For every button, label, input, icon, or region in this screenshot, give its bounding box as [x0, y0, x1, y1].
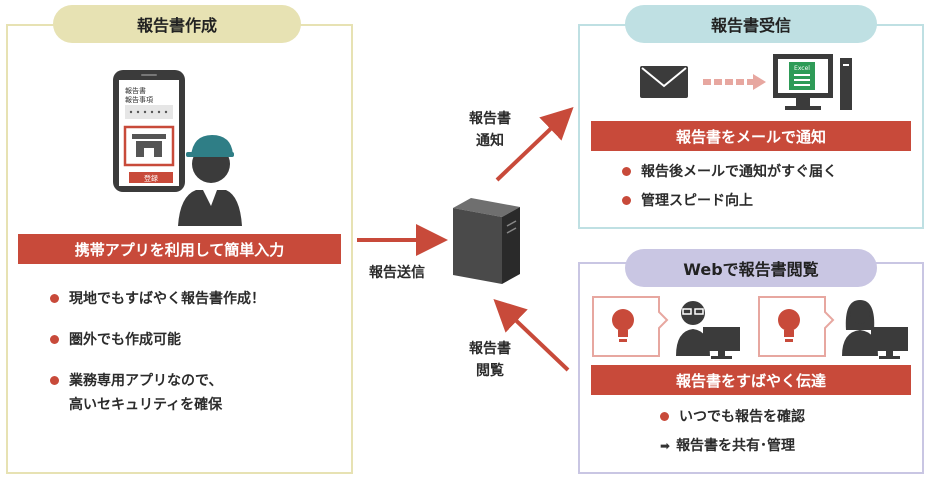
- mail-icon: [640, 66, 688, 98]
- bullet-dot-icon: [50, 334, 59, 344]
- receive-panel-title: 報告書受信: [625, 5, 877, 43]
- phone-register-button: 登録: [144, 174, 158, 183]
- view-panel-title: Webで報告書閲覧: [625, 249, 877, 287]
- send-label: 報告送信: [369, 265, 425, 281]
- arrow-right-icon: ➡: [660, 439, 671, 453]
- receive-bullet-1: 報告後メールで通知がすぐ届く: [622, 160, 837, 184]
- excel-file-icon: [789, 62, 815, 90]
- bullet-dot-icon: [622, 195, 631, 205]
- desktop-monitor-icon-2: [871, 327, 908, 359]
- server-icon: [453, 198, 520, 284]
- receive-banner: 報告書をメールで通知: [591, 121, 911, 151]
- view-bullet-2: ➡報告書を共有･管理: [660, 438, 796, 454]
- phone-line1: 報告書: [125, 86, 146, 95]
- person-woman-icon: [842, 300, 878, 356]
- create-banner: 携帯アプリを利用して簡単入力: [18, 234, 341, 264]
- receive-bullet-2: 管理スピード向上: [622, 189, 753, 213]
- notify-label: 報告書通知: [469, 111, 511, 149]
- view-label: 報告書閲覧: [469, 341, 511, 379]
- excel-label: Excel: [794, 65, 810, 72]
- create-panel-title: 報告書作成: [53, 5, 301, 43]
- create-bullet-3: 業務専用アプリなので、: [50, 369, 222, 393]
- desktop-monitor-icon-1: [703, 327, 740, 359]
- worker-icon: [178, 135, 242, 226]
- create-bullet-3-continued: 高いセキュリティを確保: [69, 397, 223, 413]
- phone-line2: 報告事項: [125, 95, 153, 104]
- person-glasses-icon: [676, 301, 710, 356]
- smartphone-icon: [113, 70, 185, 192]
- create-bullet-2: 圏外でも作成可能: [50, 328, 181, 352]
- view-bullet-1: いつでも報告を確認: [660, 405, 805, 429]
- bullet-dot-icon: [660, 411, 669, 421]
- lightbulb-icon: [778, 309, 800, 342]
- dashed-arrow-icon: [703, 74, 766, 90]
- lightbulb-icon: [612, 309, 634, 342]
- notify-arrow: [495, 106, 574, 182]
- bullet-dot-icon: [50, 293, 59, 303]
- bullet-dot-icon: [622, 166, 631, 176]
- bullet-dot-icon: [50, 375, 59, 385]
- create-bullet-1: 現地でもすばやく報告書作成！: [50, 287, 265, 311]
- view-banner: 報告書をすばやく伝達: [591, 365, 911, 395]
- view-arrow: [493, 298, 570, 372]
